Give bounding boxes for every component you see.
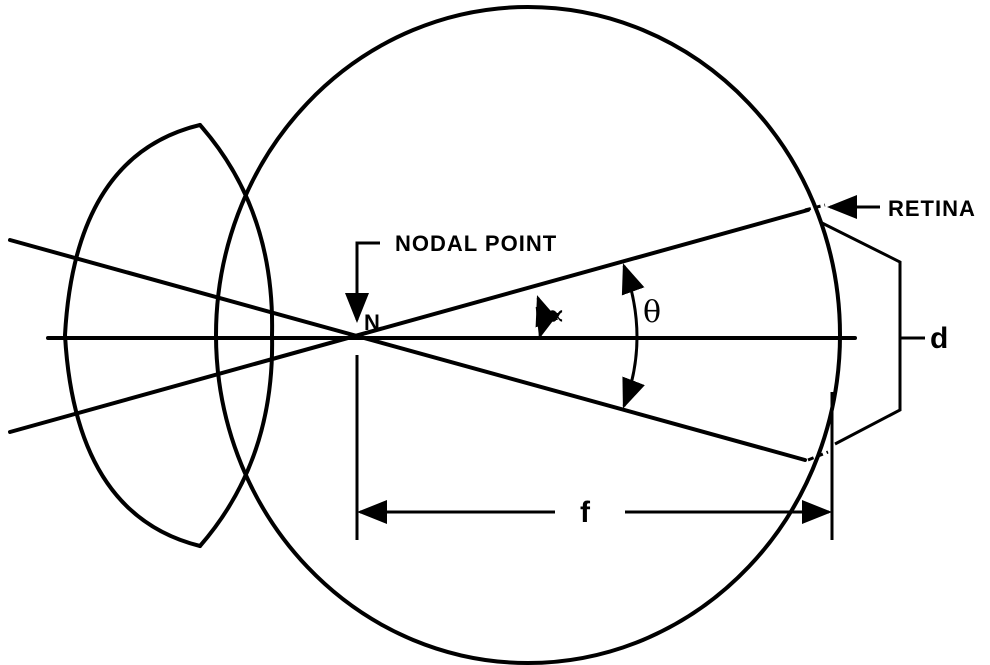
alpha-label: ∝ <box>545 298 565 333</box>
theta-arc <box>621 263 645 409</box>
d-bracket <box>819 220 902 446</box>
d-label: d <box>930 322 948 355</box>
nodal-point-leader <box>345 241 380 323</box>
eyeball-outline <box>214 5 842 665</box>
retina-label: RETINA <box>888 196 976 221</box>
cornea-outline <box>62 123 202 548</box>
alpha-arc <box>535 295 559 339</box>
upper-ray-extension <box>804 203 826 212</box>
upper-ray <box>8 238 807 462</box>
lens-boundary <box>198 123 275 548</box>
lower-ray-extension <box>807 450 829 462</box>
theta-label: θ <box>643 295 661 330</box>
n-label: N <box>364 310 381 335</box>
lower-ray <box>8 208 810 434</box>
f-label: f <box>580 496 591 529</box>
nodal-point-label: NODAL POINT <box>395 231 557 256</box>
